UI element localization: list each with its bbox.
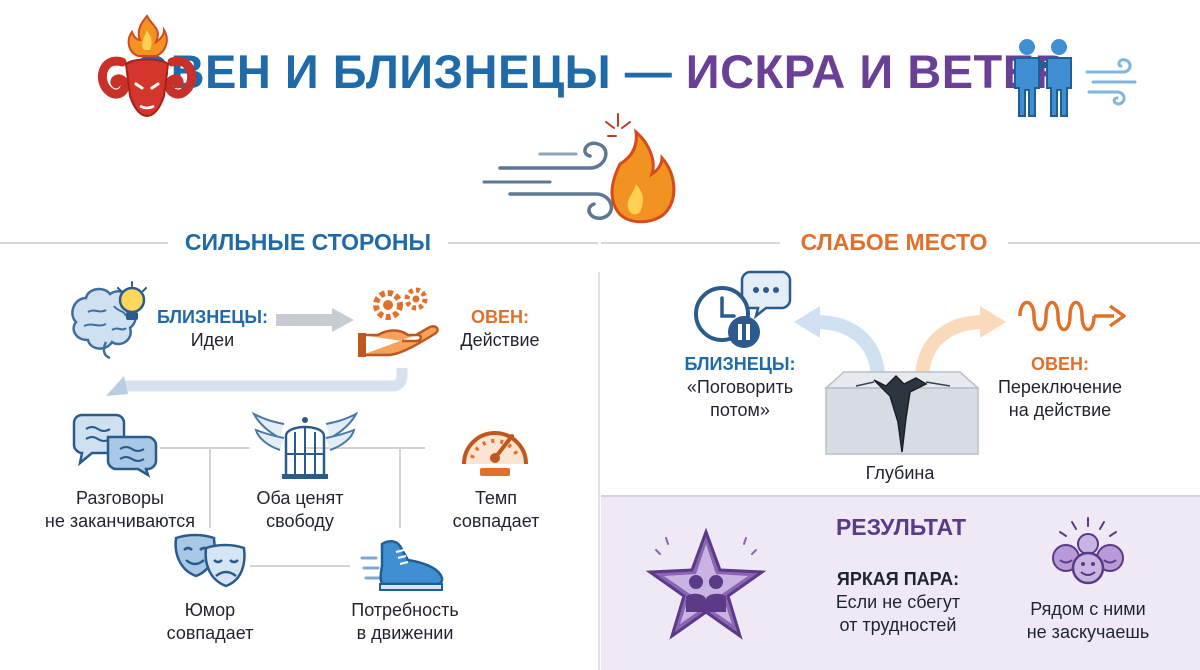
star-couple-icon — [645, 527, 767, 640]
weak-aries-block: ОВЕН: Переключение на действие — [985, 353, 1135, 422]
strong-gemini-block: БЛИЗНЕЦЫ: Идеи — [145, 306, 280, 352]
result-heading: РЕЗУЛЬТАТ — [835, 514, 967, 540]
result-fun-block: Рядом с ними не заскучаешь — [1010, 598, 1166, 644]
item-talk-line2: не заканчиваются — [44, 511, 196, 531]
weak-heading: СЛАБОЕ МЕСТО — [780, 227, 1008, 257]
result-pair-block: ЯРКАЯ ПАРА: Если не сбегут от трудностей — [808, 568, 988, 637]
strong-aries-block: ОВЕН: Действие — [440, 306, 560, 352]
crack-block-icon — [824, 371, 980, 455]
speedometer-icon — [462, 431, 528, 476]
weak-aries-line1: Переключение — [997, 377, 1123, 397]
item-tempo: Темп совпадает — [432, 487, 560, 533]
item-freedom: Оба ценят свободу — [230, 487, 370, 533]
weak-depth-label: Глубина — [865, 463, 935, 483]
item-freedom-line1: Оба ценят — [256, 488, 344, 508]
weak-gemini-block: БЛИЗНЕЦЫ: «Поговорить потом» — [655, 353, 825, 422]
twins-wind-icon — [1014, 39, 1137, 117]
divider-vertical — [598, 272, 600, 670]
item-tempo-line2: совпадает — [452, 511, 540, 531]
item-talk-line1: Разговоры — [76, 488, 164, 508]
result-pair-line1: Если не сбегут — [835, 592, 961, 612]
strong-aries-label: ОВЕН: — [471, 307, 529, 327]
title-part2: ИСКРА И ВЕТЕР — [685, 45, 1067, 98]
item-movement-line2: в движении — [356, 623, 454, 643]
title-part1: ОВЕН И БЛИЗНЕЦЫ — — [133, 45, 673, 98]
item-movement-line1: Потребность — [351, 600, 459, 620]
item-humor-line1: Юмор — [184, 600, 236, 620]
weak-aries-line2: на действие — [1008, 400, 1112, 420]
item-humor: Юмор совпадает — [150, 599, 270, 645]
item-tempo-line1: Темп — [474, 488, 518, 508]
result-fun-line2: не заскучаешь — [1026, 622, 1150, 642]
strong-aries-value: Действие — [460, 330, 540, 350]
strong-gemini-value: Идеи — [190, 330, 235, 350]
weak-aries-label: ОВЕН: — [1031, 354, 1089, 374]
arrow-ideas-to-action — [276, 308, 354, 332]
split-arrows — [794, 306, 1006, 377]
winged-cage-icon — [251, 411, 359, 479]
weak-gemini-label: БЛИЗНЕЦЫ: — [684, 354, 796, 374]
wind-fire-icon — [482, 113, 676, 224]
brain-lightbulb-icon — [71, 281, 147, 360]
item-humor-line2: совпадает — [166, 623, 254, 643]
item-talk: Разговоры не заканчиваются — [40, 487, 200, 533]
strong-gemini-label: БЛИЗНЕЦЫ: — [156, 307, 269, 327]
item-freedom-line2: свободу — [266, 511, 334, 531]
speech-bubbles-icon — [72, 413, 158, 478]
running-shoe-icon — [360, 540, 444, 591]
happy-faces-icon — [1052, 517, 1124, 585]
result-pair-line2: от трудностей — [839, 615, 957, 635]
spring-arrow-icon — [1018, 300, 1126, 332]
item-movement: Потребность в движении — [330, 599, 480, 645]
gears-hand-icon — [358, 287, 439, 357]
weak-gemini-value: «Поговорить потом» — [686, 377, 794, 420]
result-fun-line1: Рядом с ними — [1030, 599, 1146, 619]
theater-masks-icon — [174, 533, 246, 588]
result-pair-label: ЯРКАЯ ПАРА: — [836, 569, 960, 589]
ram-fire-icon — [97, 14, 197, 118]
strong-heading: СИЛЬНЫЕ СТОРОНЫ — [168, 227, 448, 257]
clock-pause-chat-icon — [694, 270, 792, 348]
arrow-return — [106, 368, 408, 396]
page-title: ОВЕН И БЛИЗНЕЦЫ — ИСКРА И ВЕТЕР — [0, 42, 1200, 102]
